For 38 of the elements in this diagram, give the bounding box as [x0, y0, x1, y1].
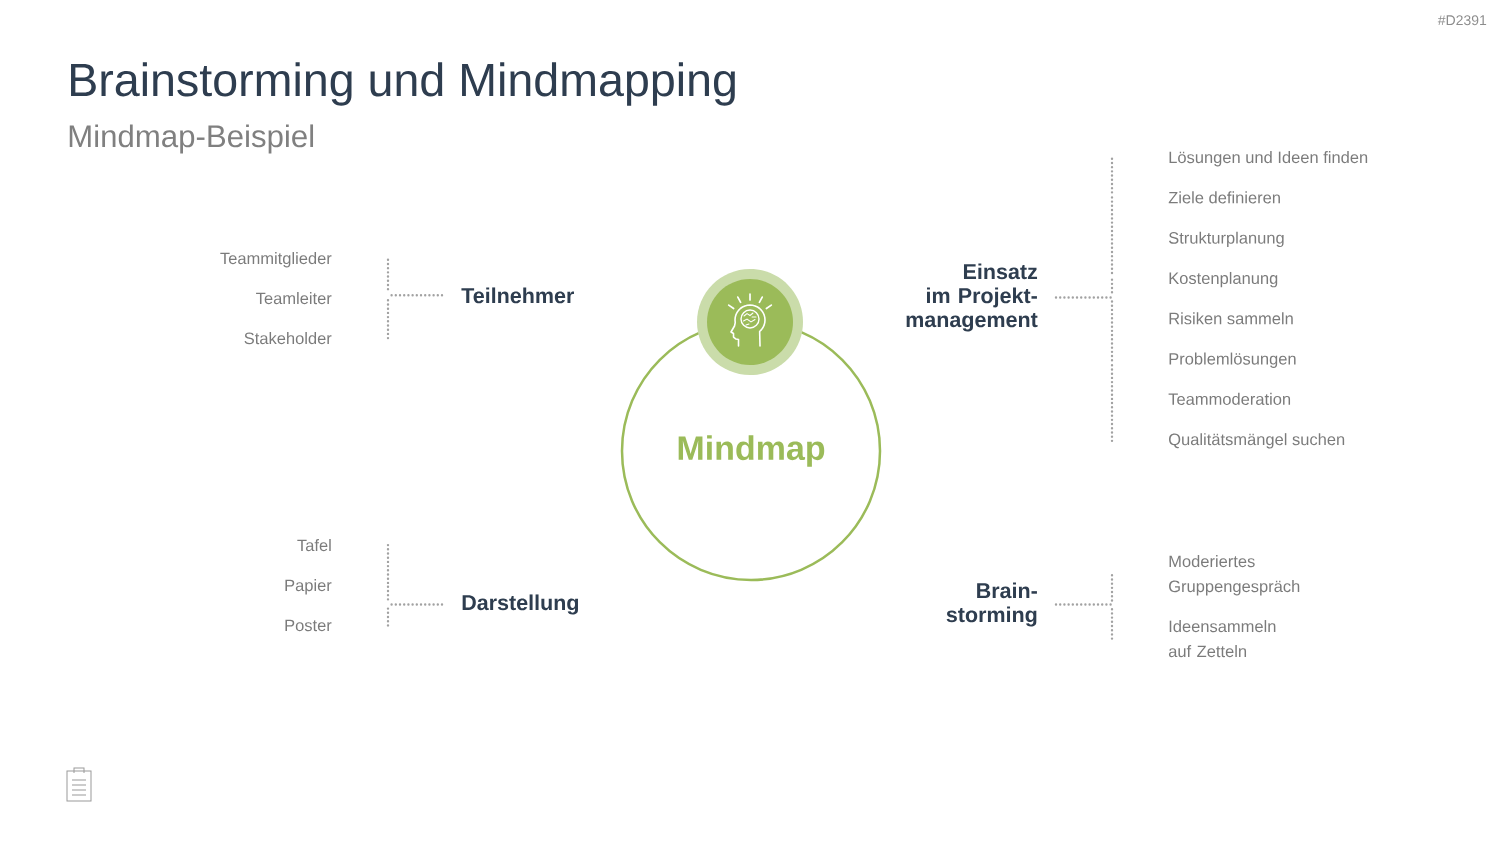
branch-item: Teammoderation [1168, 392, 1291, 405]
connector-line [1110, 196, 1114, 238]
branch-item: Stakeholder [244, 332, 332, 345]
branch-item: Lösungen und Ideen finden [1169, 151, 1368, 167]
title: Brainstorming und Mindmapping [71, 62, 735, 106]
connector-line [1110, 574, 1114, 603]
connector-line [1110, 299, 1114, 320]
branch-item: Tafel [297, 539, 331, 552]
connector-line [1110, 606, 1114, 640]
connector-line [1110, 278, 1114, 296]
branch-heading: Teilnehmer [461, 287, 574, 304]
subtitle: Mindmap-Beispiel [69, 124, 314, 154]
connector-line [1054, 296, 1114, 299]
connector-line [1110, 320, 1114, 362]
branch-item: Ideensammeln auf Zetteln [1168, 620, 1276, 658]
connector-line [1110, 362, 1114, 401]
branch-item: Problemlösungen [1169, 352, 1296, 368]
connector-line [1054, 603, 1114, 606]
connector-line [1110, 400, 1114, 443]
code-label: #D2391 [1437, 15, 1487, 26]
branch-heading: Brain- storming [946, 582, 1037, 627]
connector-line [1110, 157, 1114, 196]
connector-line [386, 543, 390, 585]
connector-line [386, 297, 390, 340]
branch-item: Ziele definieren [1168, 191, 1280, 204]
connector-line [386, 585, 390, 603]
branch-item: Poster [285, 619, 332, 632]
branch-heading: Einsatz im Projekt- management [906, 263, 1038, 332]
branch-item: Moderiertes Gruppengespräch [1169, 555, 1300, 596]
branch-item: Strukturplanung [1168, 231, 1284, 247]
branch-item: Risiken sammeln [1169, 312, 1293, 325]
branch-heading: Darstellung [462, 594, 579, 615]
branch-item: Teammitglieder [220, 252, 332, 268]
branch-item: Kostenplanung [1169, 271, 1278, 288]
branch-item: Papier [285, 579, 332, 595]
branch-item: Qualitätsmängel suchen [1169, 433, 1345, 449]
connector-line [386, 606, 390, 627]
branch-item: Teamleiter [256, 292, 332, 305]
